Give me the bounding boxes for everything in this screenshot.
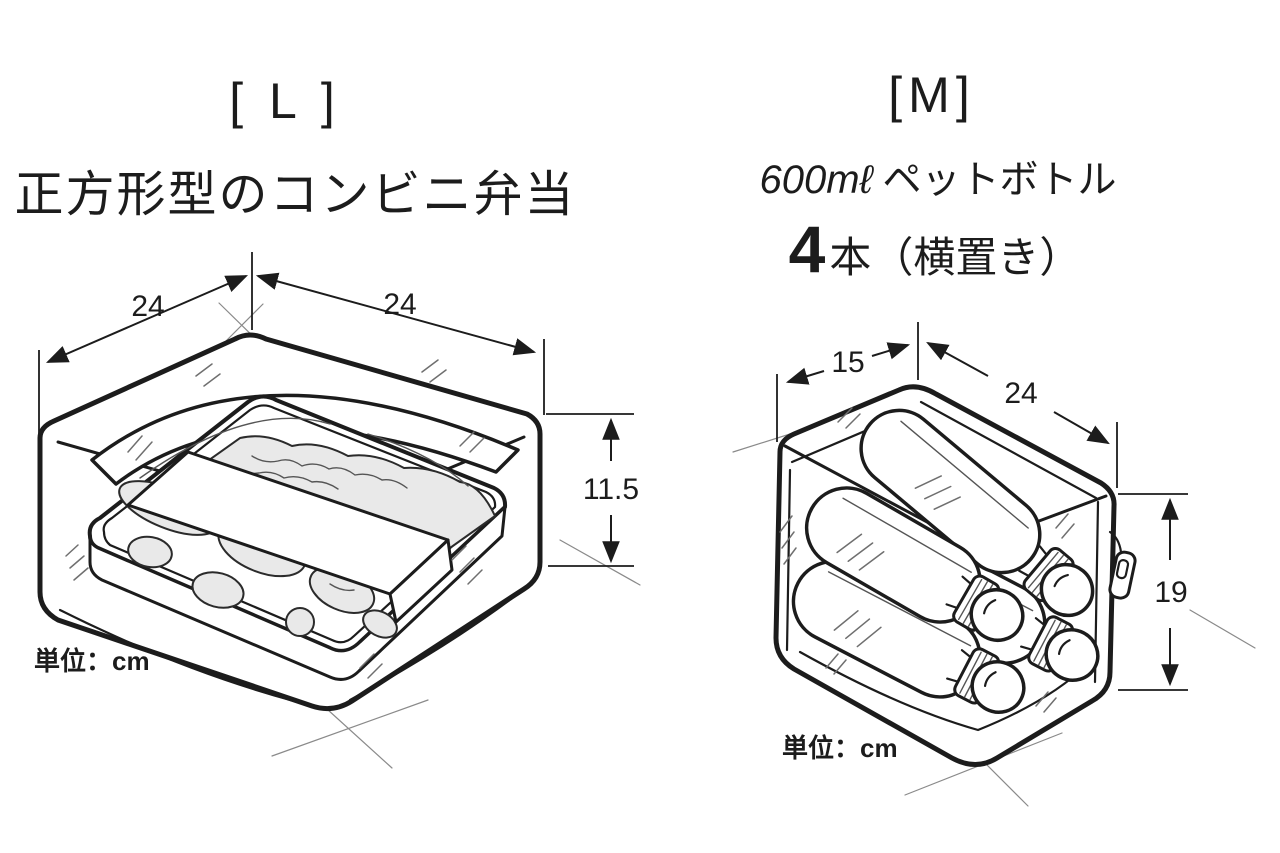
right-count-line: 4本（横置き） — [789, 212, 1082, 286]
left-size-tag-label: [ L ] — [229, 73, 341, 129]
left-height-dim-label: 11.5 — [583, 473, 639, 506]
right-volume-label: 600mℓ — [759, 158, 874, 202]
right-height-dim-label: 19 — [1154, 576, 1187, 609]
right-shading-hatches — [779, 407, 1075, 713]
bottle-cap — [945, 574, 1025, 643]
right-unit-label: 単位：cm — [782, 733, 898, 763]
bento-box — [87, 394, 508, 681]
bento-paper-band — [126, 450, 454, 624]
right-count-note: 本（横置き） — [829, 234, 1081, 281]
right-dimension-annotations: 15 24 19 — [776, 322, 1188, 691]
bottle-cap — [946, 647, 1026, 714]
left-dimension-annotations: 24 24 11.5 — [38, 252, 639, 567]
bottle-cap — [1018, 545, 1095, 618]
lid-highlight — [367, 433, 469, 487]
lid-highlight — [139, 417, 331, 479]
bento-lid-edge — [102, 404, 497, 644]
lunch-bag-L-figure: [ L ] 正方形型のコンビニ弁当 — [14, 73, 641, 769]
right-width-dim-label: 15 — [831, 346, 864, 379]
zipper-pull — [1108, 530, 1137, 600]
left-title-label: 正方形型のコンビニ弁当 — [14, 168, 575, 222]
pet-bottles — [791, 408, 1100, 714]
left-shading-hatches — [65, 359, 483, 679]
right-depth-dim-label: 24 — [1004, 377, 1037, 410]
right-size-tag-label: [M] — [888, 67, 975, 123]
right-product-label: ペットボトル — [882, 159, 1116, 202]
left-unit-label: 単位：cm — [34, 646, 150, 676]
left-depth-dim-label: 24 — [383, 288, 416, 321]
bottle-cap — [1020, 615, 1100, 682]
right-count-number: 4 — [789, 212, 826, 286]
bottle-top-right — [859, 408, 1042, 575]
left-width-dim-label: 24 — [131, 290, 164, 323]
